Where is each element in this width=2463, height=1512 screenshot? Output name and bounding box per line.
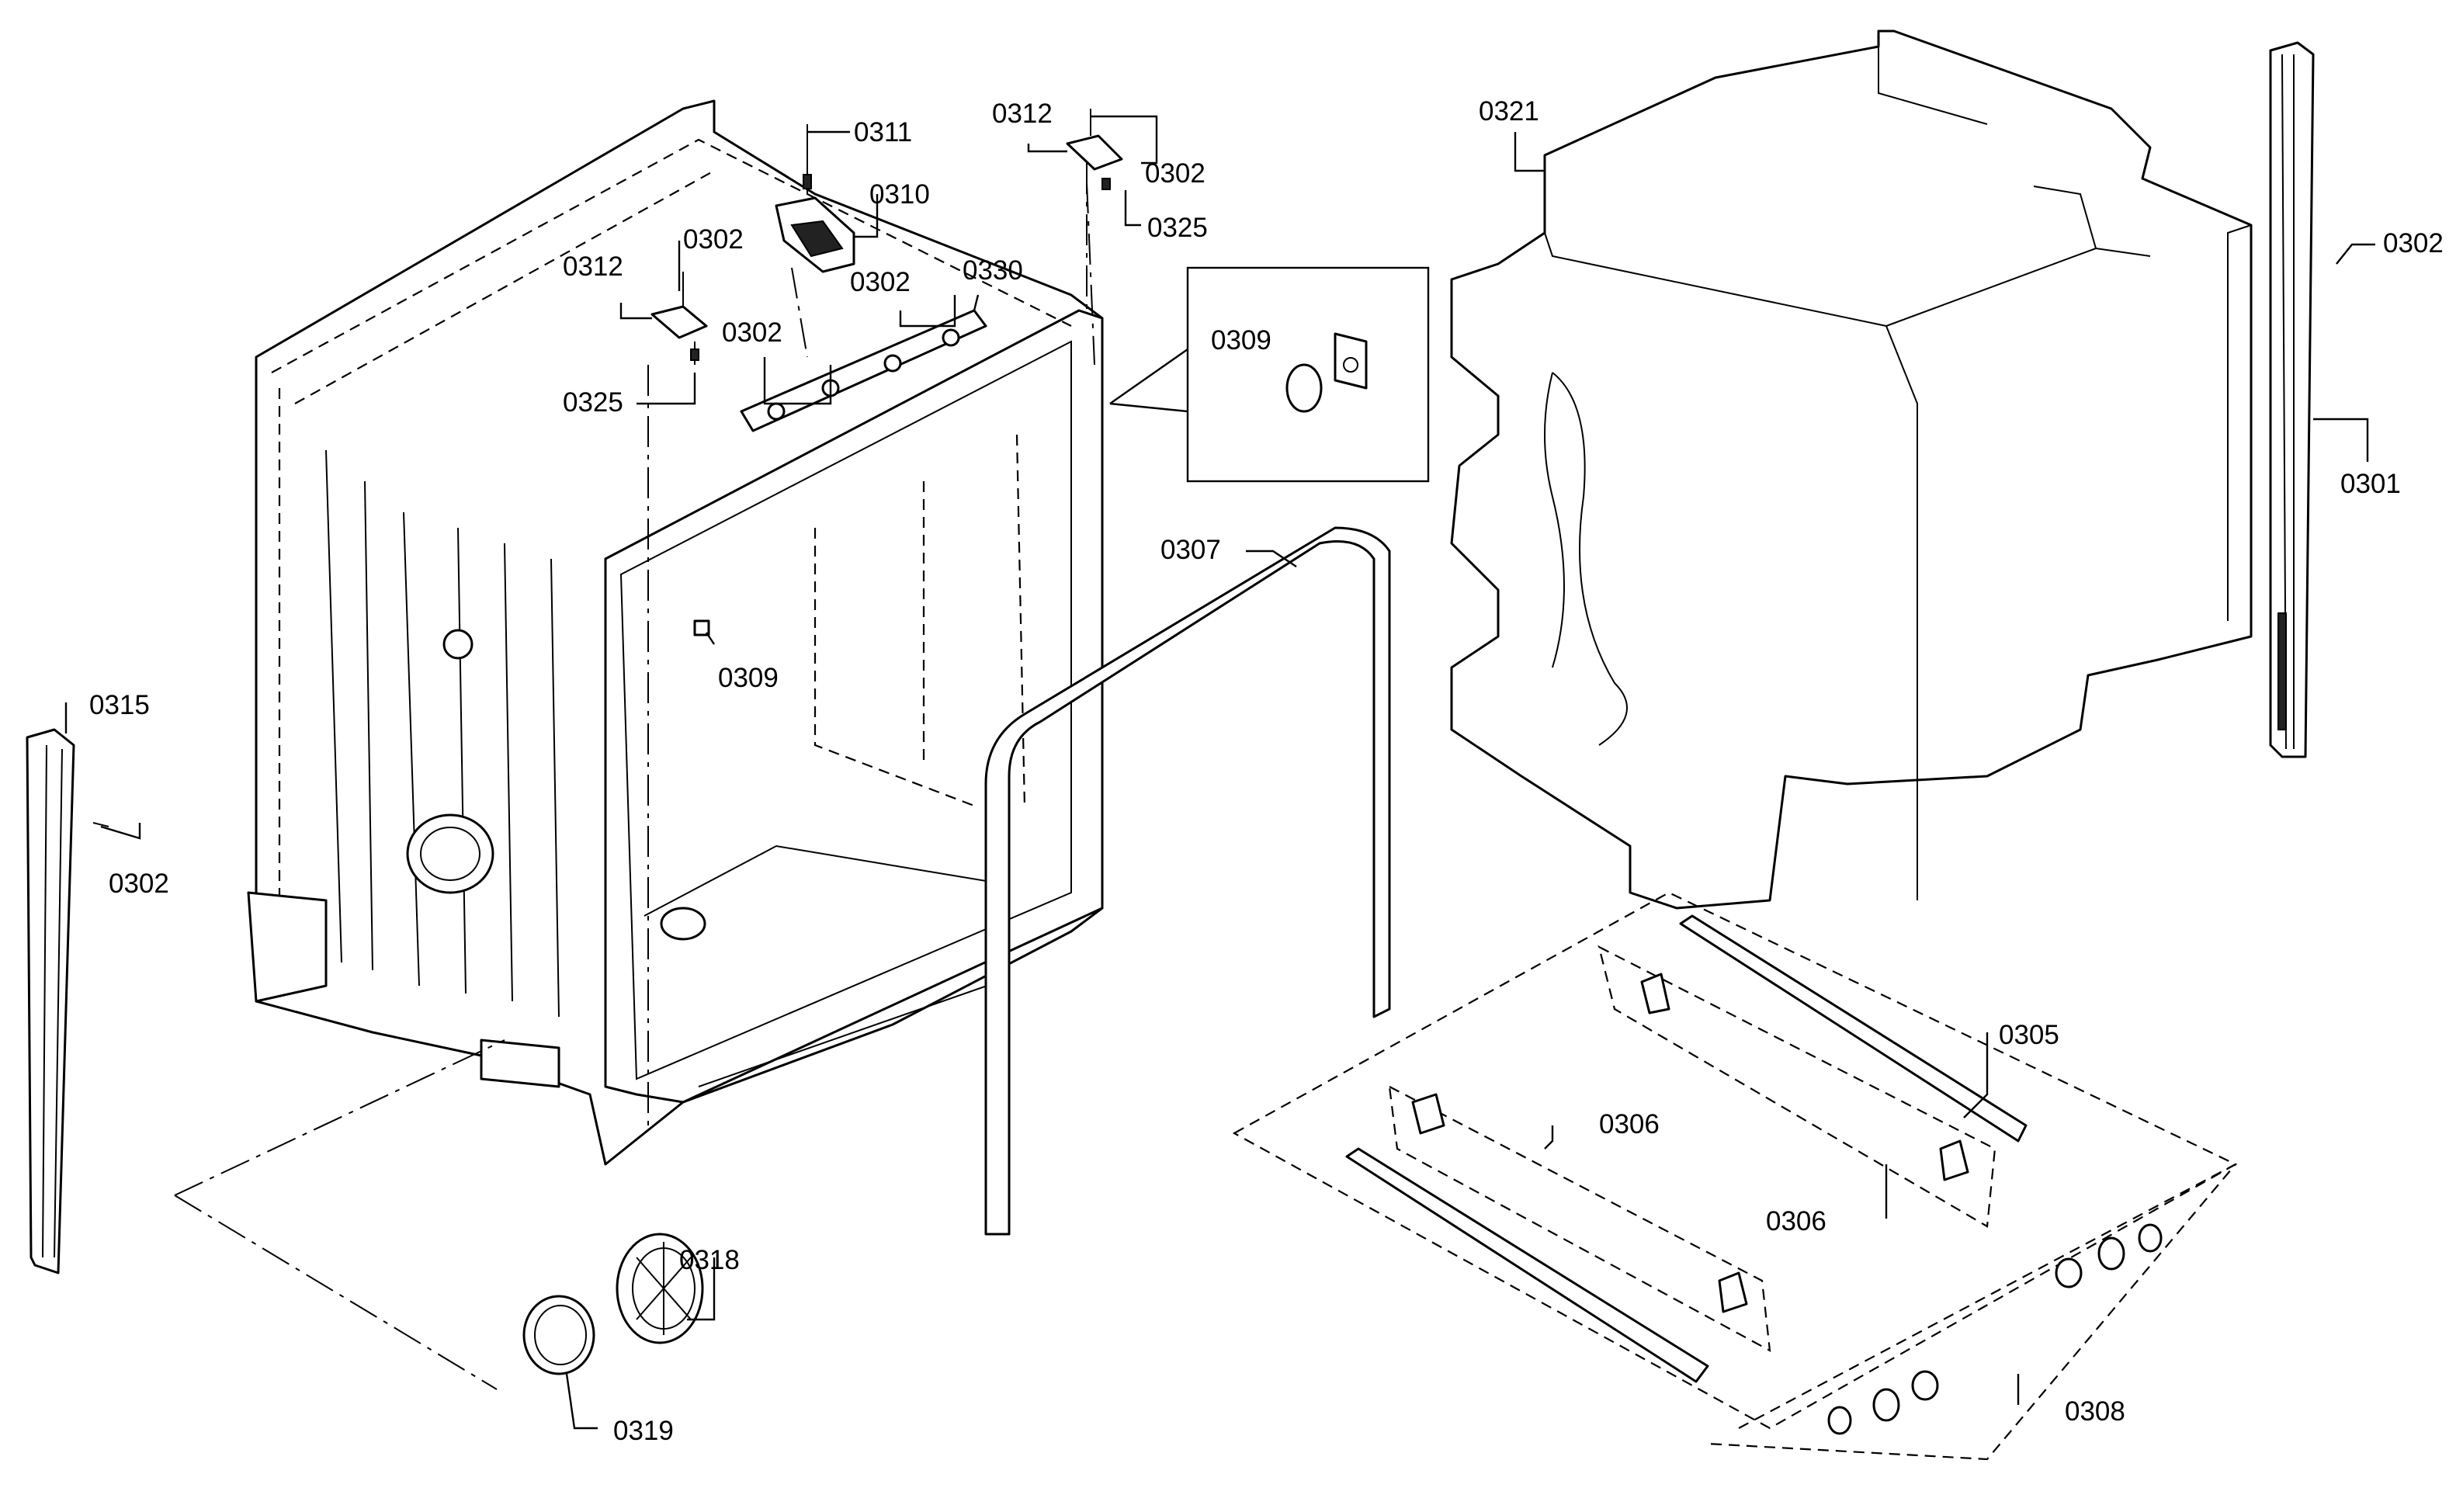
bottom-rail-assembly[interactable] [1232, 891, 2238, 1461]
leader-lines [64, 115, 2375, 1430]
guide-lines [174, 163, 1095, 1390]
top-mounting-rail[interactable] [740, 309, 987, 432]
label-0312-right: 0312 [992, 99, 1053, 129]
side-trim-right[interactable] [2269, 41, 2315, 758]
sump-ring[interactable] [522, 1295, 595, 1375]
label-0318: 0318 [679, 1245, 740, 1275]
label-0307: 0307 [1160, 535, 1221, 565]
label-0301: 0301 [2340, 469, 2401, 499]
label-0319: 0319 [613, 1416, 674, 1446]
hinge-bracket[interactable] [775, 124, 855, 273]
label-0302-top-b: 0302 [850, 267, 911, 297]
label-0309-inset: 0309 [1211, 325, 1271, 355]
label-0315: 0315 [89, 690, 150, 720]
part-labels: 0321 0301 0302 0311 0310 0312 0302 0325 … [89, 96, 2444, 1446]
inset-box [1109, 266, 1430, 483]
label-0311: 0311 [854, 117, 912, 147]
sump-filter[interactable] [616, 1233, 704, 1344]
label-0302-hinge-right: 0302 [1145, 158, 1205, 189]
label-0302-hinge-left: 0302 [683, 224, 744, 255]
label-0321: 0321 [1479, 96, 1539, 127]
label-0305: 0305 [1999, 1020, 2059, 1050]
label-0302-right: 0302 [2383, 228, 2444, 258]
label-0309-tub: 0309 [718, 663, 779, 693]
label-0308: 0308 [2065, 1396, 2125, 1427]
label-0306-a: 0306 [1599, 1109, 1660, 1139]
label-0306-b: 0306 [1766, 1206, 1826, 1236]
label-0312-left: 0312 [563, 251, 623, 282]
label-0310: 0310 [869, 179, 930, 210]
label-0325-left: 0325 [563, 387, 623, 418]
side-trim-left[interactable] [26, 728, 109, 1274]
label-0330: 0330 [963, 255, 1023, 286]
label-0302-top-a: 0302 [722, 317, 782, 348]
label-0302-left: 0302 [109, 869, 169, 899]
mounting-bracket-right[interactable] [1066, 109, 1123, 190]
insulation-blanket[interactable] [1450, 29, 2253, 910]
label-0325-right: 0325 [1147, 213, 1208, 243]
door-seal[interactable] [984, 526, 1391, 1236]
rollers[interactable] [1827, 1223, 2163, 1435]
mounting-bracket-left[interactable] [650, 272, 708, 365]
